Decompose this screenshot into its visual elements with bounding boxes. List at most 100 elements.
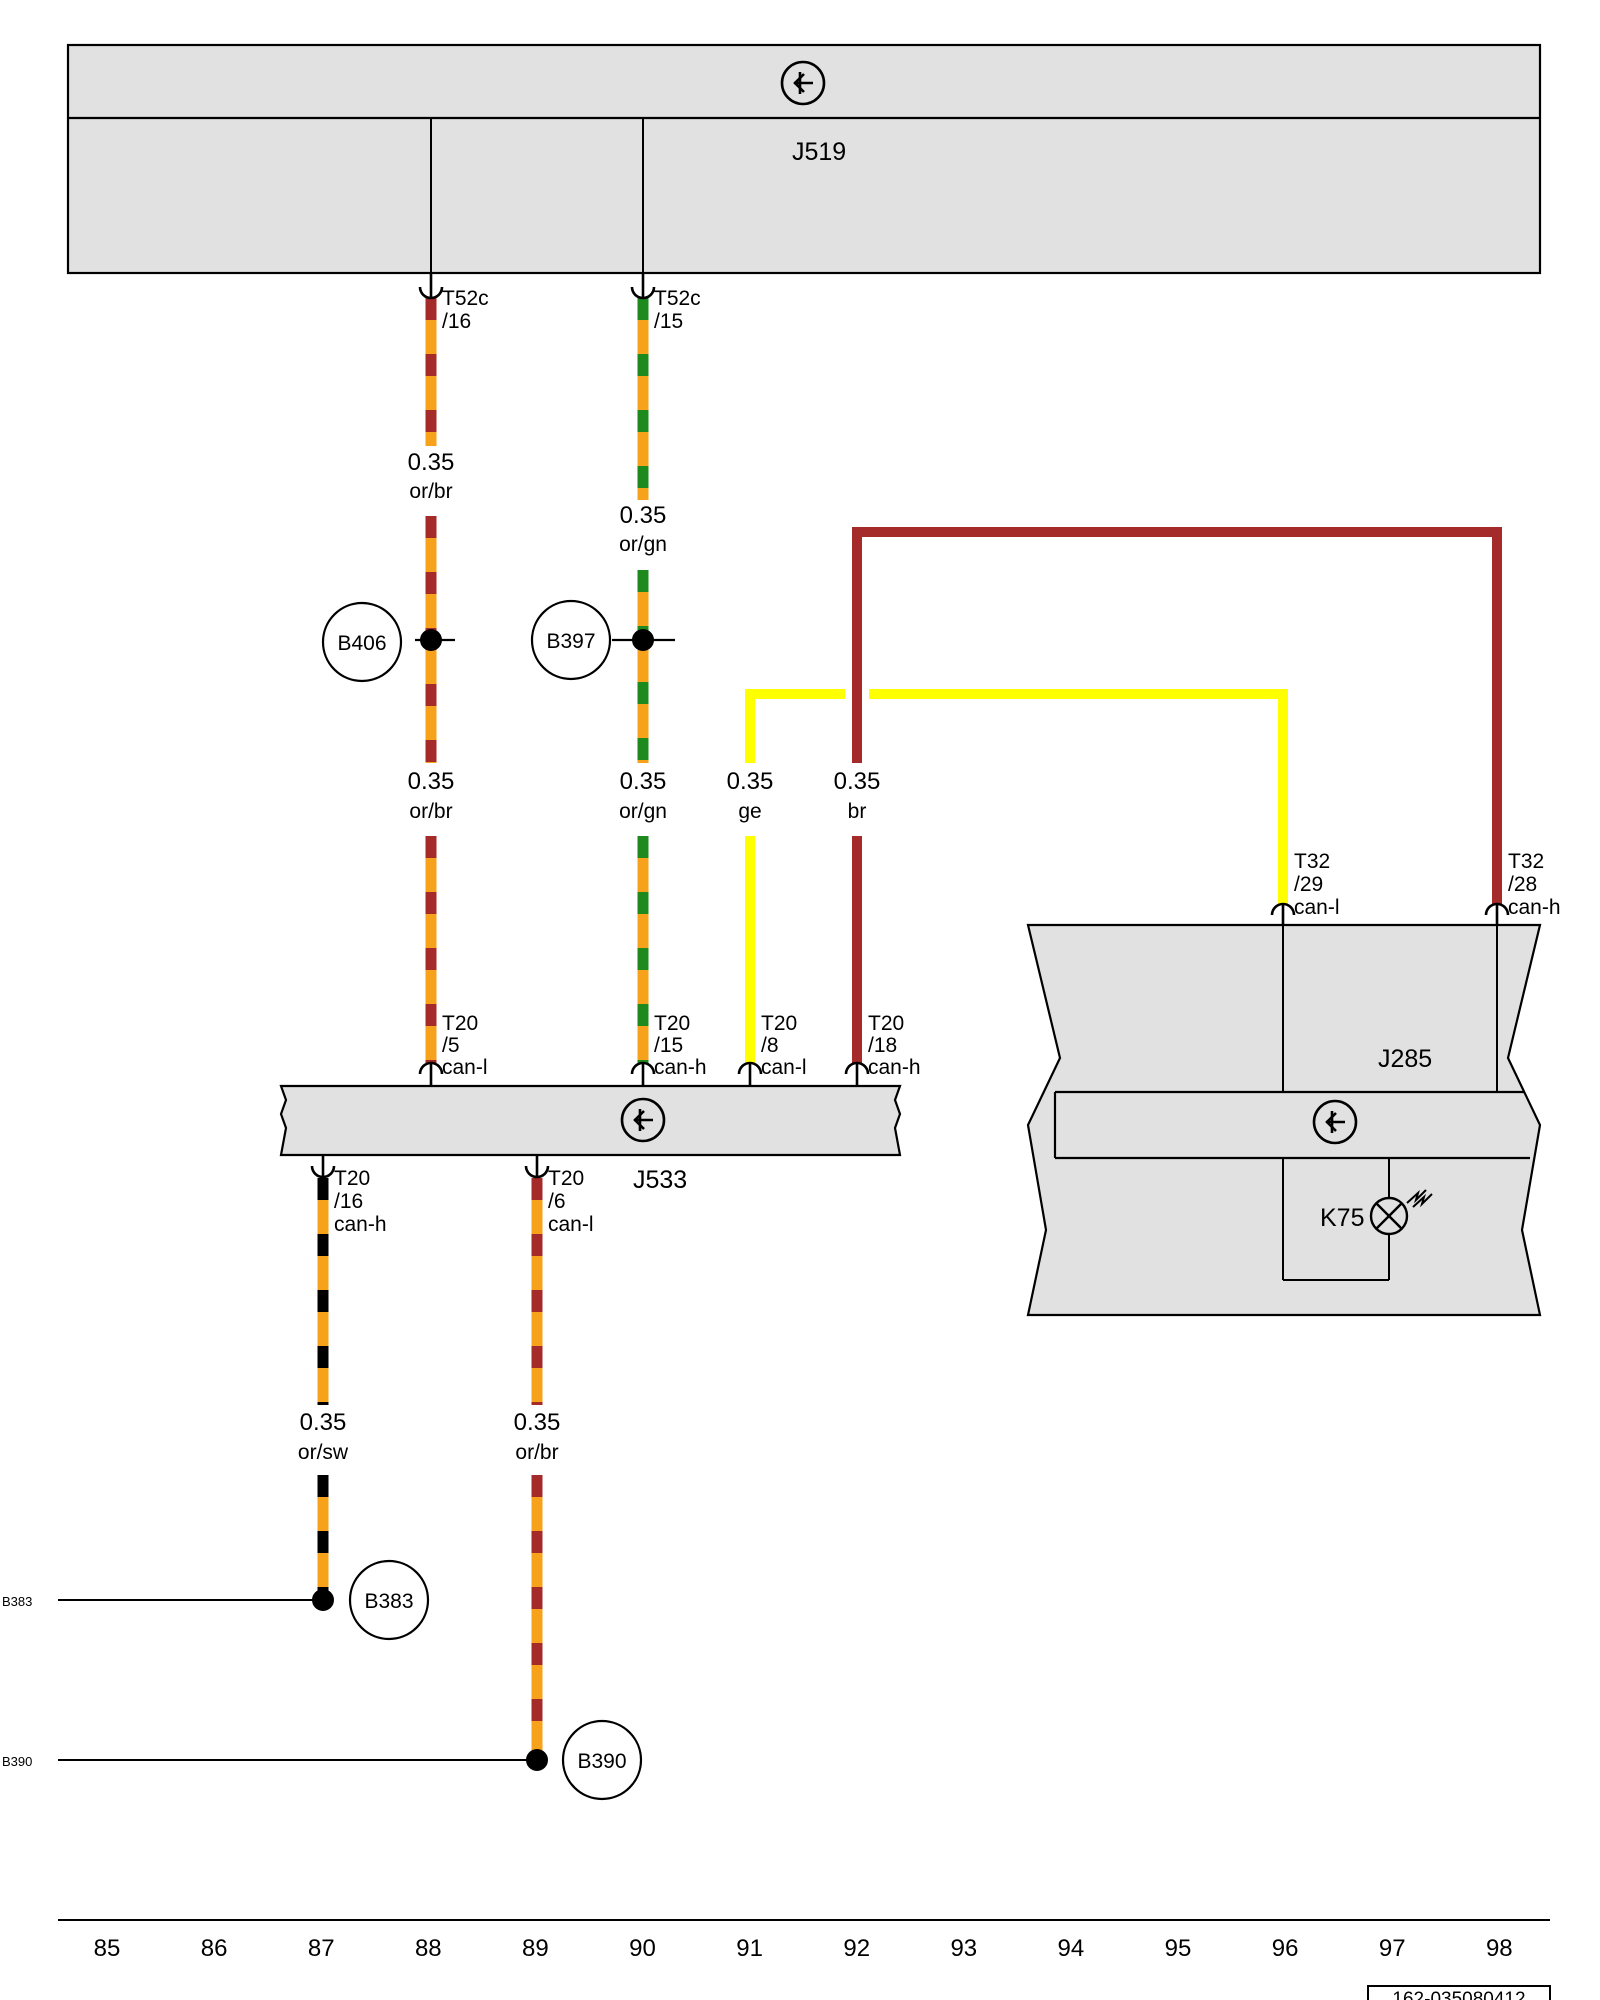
svg-text:can-l: can-l [1294,896,1340,919]
node-b390: B390 B390 [2,1719,643,1801]
svg-text:/18: /18 [868,1034,897,1057]
svg-text:0.35: 0.35 [727,768,774,795]
svg-text:0.35: 0.35 [620,502,667,529]
column-number: 85 [94,1935,121,1962]
wire-label-w6: 0.35 or/br [514,1409,561,1464]
column-ruler: 85 86 87 88 89 90 91 92 93 94 95 96 97 98 [58,1919,1550,1962]
svg-text:/29: /29 [1294,873,1323,896]
j285-label: J285 [1378,1045,1432,1073]
connector-label-t20-6: T20 /6 can-l [548,1167,594,1236]
document-id: 162-035080412 [1367,1985,1551,2000]
svg-text:0.35: 0.35 [514,1409,561,1436]
svg-text:0.35: 0.35 [300,1409,347,1436]
wire-label-w2-lower: 0.35 or/gn [619,768,667,823]
svg-text:B383: B383 [364,1590,413,1613]
svg-text:/8: /8 [761,1034,779,1057]
node-b383: B383 B383 [2,1559,430,1641]
svg-text:ge: ge [738,800,761,823]
connector-label-t52c-15: T52c /15 [654,287,701,333]
j533-label: J533 [633,1166,687,1194]
svg-text:T20: T20 [868,1012,904,1035]
svg-text:or/sw: or/sw [298,1441,349,1464]
column-number: 87 [308,1935,335,1962]
svg-text:T52c: T52c [442,287,489,310]
svg-text:0.35: 0.35 [408,449,455,476]
svg-text:B390: B390 [577,1750,626,1773]
connector-pins [310,273,1510,1179]
wire-label-w1-upper: 0.35 or/br [408,449,455,503]
column-number: 90 [629,1935,656,1962]
connector-label-t20-18: T20 /18 can-h [868,1012,921,1079]
column-number: 91 [736,1935,763,1962]
wire-label-w3: 0.35 ge [727,768,774,823]
svg-text:can-l: can-l [442,1056,488,1079]
connector-label-t32-29: T32 /29 can-l [1294,850,1340,919]
svg-text:T20: T20 [654,1012,690,1035]
j519-label: J519 [792,138,846,166]
connector-label-t52c-16: T52c /16 [442,287,489,333]
connector-label-t20-5: T20 /5 can-l [442,1012,488,1079]
svg-text:/28: /28 [1508,873,1537,896]
column-number: 95 [1165,1935,1192,1962]
svg-text:162-035080412: 162-035080412 [1392,1989,1525,2000]
wire-label-w5: 0.35 or/sw [298,1409,349,1464]
svg-text:T20: T20 [548,1167,584,1190]
svg-text:B397: B397 [546,630,595,653]
k75-label: K75 [1320,1204,1364,1232]
j533-gateway: J533 [279,1084,902,1194]
svg-text:T20: T20 [442,1012,478,1035]
column-number: 88 [415,1935,442,1962]
svg-text:0.35: 0.35 [834,768,881,795]
ref-label-b383: B383 [2,1594,32,1609]
svg-text:T32: T32 [1508,850,1544,873]
svg-text:/15: /15 [654,1034,683,1057]
wire-label-w4: 0.35 br [834,768,881,823]
connector-label-t32-28: T32 /28 can-h [1508,850,1561,919]
svg-text:can-l: can-l [548,1213,594,1236]
wire-ge-3 [745,689,1288,1063]
svg-text:T52c: T52c [654,287,701,310]
svg-text:or/gn: or/gn [619,800,667,823]
svg-text:can-h: can-h [334,1213,387,1236]
svg-text:0.35: 0.35 [408,768,455,795]
svg-text:T20: T20 [761,1012,797,1035]
node-b397: B397 [530,599,675,681]
svg-text:/15: /15 [654,310,683,333]
connector-label-t20-16: T20 /16 can-h [334,1167,387,1236]
ref-label-b390: B390 [2,1754,32,1769]
svg-text:/16: /16 [442,310,471,333]
svg-text:can-h: can-h [654,1056,707,1079]
column-number: 92 [843,1935,870,1962]
node-b406: B406 [321,601,455,683]
j285-instrument-cluster: J285 K75 [1026,923,1542,1317]
j519-control-unit: J519 [66,43,1542,285]
svg-text:br: br [848,800,867,823]
svg-text:or/br: or/br [409,800,452,823]
svg-text:can-h: can-h [868,1056,921,1079]
wire-label-w1-lower: 0.35 or/br [408,768,455,823]
warning-lamp-icon [1369,1189,1433,1236]
wire-br-4 [852,527,1502,1063]
column-number: 86 [201,1935,228,1962]
column-number: 98 [1486,1935,1513,1962]
svg-text:T32: T32 [1294,850,1330,873]
column-number: 96 [1272,1935,1299,1962]
svg-text:or/gn: or/gn [619,533,667,556]
svg-text:/16: /16 [334,1190,363,1213]
connector-label-t20-15: T20 /15 can-h [654,1012,707,1079]
svg-text:/5: /5 [442,1034,460,1057]
svg-text:or/br: or/br [515,1441,558,1464]
connector-label-t20-8: T20 /8 can-l [761,1012,807,1079]
column-number: 89 [522,1935,549,1962]
svg-text:can-l: can-l [761,1056,807,1079]
column-number: 94 [1058,1935,1085,1962]
svg-text:B406: B406 [337,632,386,655]
column-number: 97 [1379,1935,1406,1962]
svg-text:/6: /6 [548,1190,566,1213]
svg-text:or/br: or/br [409,480,452,503]
wire-label-w2-upper: 0.35 or/gn [619,502,667,556]
column-number: 93 [950,1935,977,1962]
svg-text:can-h: can-h [1508,896,1561,919]
svg-text:T20: T20 [334,1167,370,1190]
